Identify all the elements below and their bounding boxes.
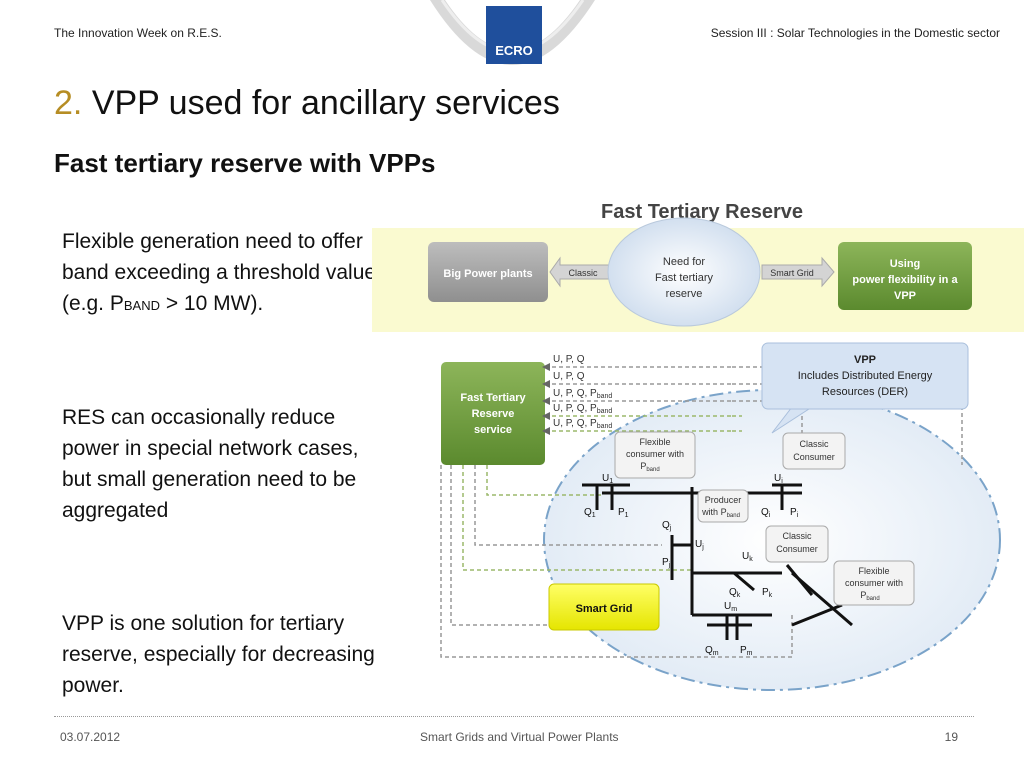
title-number: 2. (54, 84, 83, 122)
big-power-plants-label: Big Power plants (443, 268, 532, 280)
signal-feed-lines-green (552, 415, 732, 432)
grid-network (582, 483, 853, 640)
ecro-logo: ECRO (486, 6, 542, 64)
classic-arrow (549, 256, 611, 288)
signal-feed-lines (552, 366, 732, 402)
label-pk: Pk (762, 587, 773, 599)
big-power-plants-box (428, 242, 548, 302)
slide-title: 2. VPP used for ancillary services (54, 84, 560, 123)
label-qi: Qi (761, 507, 771, 519)
vpp-callout-title: VPP (854, 354, 876, 366)
signal-label-1: U, P, Q (553, 354, 585, 365)
need-for-line-2: Fast tertiary (655, 272, 714, 284)
signal-label-5: U, P, Q, Pband (553, 418, 612, 430)
node-labels: U1 Q1 P1 Ui Qi Pi Qj Uj Pj Uk Qk Pk Um Q… (584, 473, 799, 657)
bullet-1-tail: > 10 MW). (160, 292, 264, 315)
classic-consumer-callout-2 (765, 525, 829, 563)
producer-line-1: Producer (705, 495, 742, 505)
using-vpp-line-1: Using (890, 258, 921, 270)
classic2-line-1: Classic (782, 531, 812, 541)
flex2-line-2: consumer with (845, 578, 903, 588)
need-for-ellipse (607, 217, 761, 327)
label-pi: Pi (790, 507, 799, 519)
classic-arrow-label: Classic (568, 268, 598, 278)
label-qj: Qj (662, 520, 672, 532)
flex1-line-2: consumer with (626, 449, 684, 459)
flex2-line-3: Pband (860, 590, 879, 602)
bullet-1-subscript: BAND (123, 298, 160, 313)
footer-page-number: 19 (944, 730, 958, 744)
label-qm: Qm (705, 645, 719, 657)
label-ui: Ui (774, 473, 783, 485)
header-left-text: The Innovation Week on R.E.S. (54, 26, 222, 40)
smart-grid-box (548, 583, 660, 631)
fast-tertiary-service-box (441, 362, 545, 465)
fast-tertiary-line-3: service (474, 424, 512, 436)
label-p1: P1 (618, 507, 629, 519)
flexible-consumer-callout-2 (833, 560, 915, 606)
smart-grid-label: Smart Grid (576, 603, 633, 615)
using-vpp-line-2: power flexibility in a (852, 274, 958, 286)
smart-grid-arrow (761, 256, 835, 288)
slide-subtitle: Fast tertiary reserve with VPPs (54, 148, 436, 178)
signal-label-2: U, P, Q (553, 371, 585, 382)
flex1-line-1: Flexible (639, 437, 670, 447)
label-pm: Pm (740, 645, 753, 657)
label-pj: Pj (662, 557, 671, 569)
footer-title: Smart Grids and Virtual Power Plants (420, 730, 619, 744)
vpp-diagram: Fast Tertiary Reserve Big Power plants C… (372, 201, 1024, 691)
label-q1: Q1 (584, 507, 596, 519)
producer-line-2: with Pband (701, 507, 740, 519)
label-u1: U1 (602, 473, 613, 485)
need-for-line-1: Need for (663, 256, 706, 268)
logo-text: ECRO (495, 43, 533, 58)
label-qk: Qk (729, 587, 741, 599)
signal-arrowheads (542, 363, 550, 435)
footer-date: 03.07.2012 (60, 730, 121, 744)
diagram-title: Fast Tertiary Reserve (601, 201, 803, 223)
title-text: VPP used for ancillary services (91, 84, 560, 122)
flexible-consumer-callout-1 (614, 431, 696, 479)
using-vpp-line-3: VPP (894, 290, 916, 302)
vpp-callout-line-1: Includes Distributed Energy (798, 370, 933, 382)
signal-label-4: U, P, Q, Pband (553, 403, 612, 415)
classic1-line-1: Classic (799, 439, 829, 449)
bullet-1-text: Flexible generation need to offer band e… (62, 230, 377, 315)
bullet-flexible-generation: Flexible generation need to offer band e… (62, 226, 380, 321)
label-uj: Uj (695, 539, 704, 551)
bullet-vpp-solution: VPP is one solution for tertiary reserve… (62, 612, 375, 697)
flex2-line-1: Flexible (858, 566, 889, 576)
vpp-callout (761, 342, 969, 410)
fast-tertiary-line-1: Fast Tertiary (460, 392, 526, 404)
smart-grid-arrow-label: Smart Grid (770, 268, 814, 278)
footer-divider (54, 716, 974, 717)
bullet-res-reduce: RES can occasionally reduce power in spe… (62, 406, 359, 522)
label-uk: Uk (742, 551, 753, 563)
fast-tertiary-line-2: Reserve (472, 408, 515, 420)
producer-callout (697, 489, 749, 523)
classic-consumer-callout-1 (782, 432, 846, 470)
classic1-line-2: Consumer (793, 452, 835, 462)
signal-labels: U, P, Q U, P, Q U, P, Q, Pband U, P, Q, … (553, 354, 612, 430)
using-vpp-box (838, 242, 972, 310)
label-um: Um (724, 601, 737, 613)
vpp-callout-line-2: Resources (DER) (822, 386, 908, 398)
classic2-line-2: Consumer (776, 544, 818, 554)
header-right-text: Session III : Solar Technologies in the … (710, 26, 1000, 40)
need-for-line-3: reserve (666, 288, 703, 300)
flex1-line-3: Pband (640, 461, 659, 473)
signal-label-3: U, P, Q, Pband (553, 388, 612, 400)
